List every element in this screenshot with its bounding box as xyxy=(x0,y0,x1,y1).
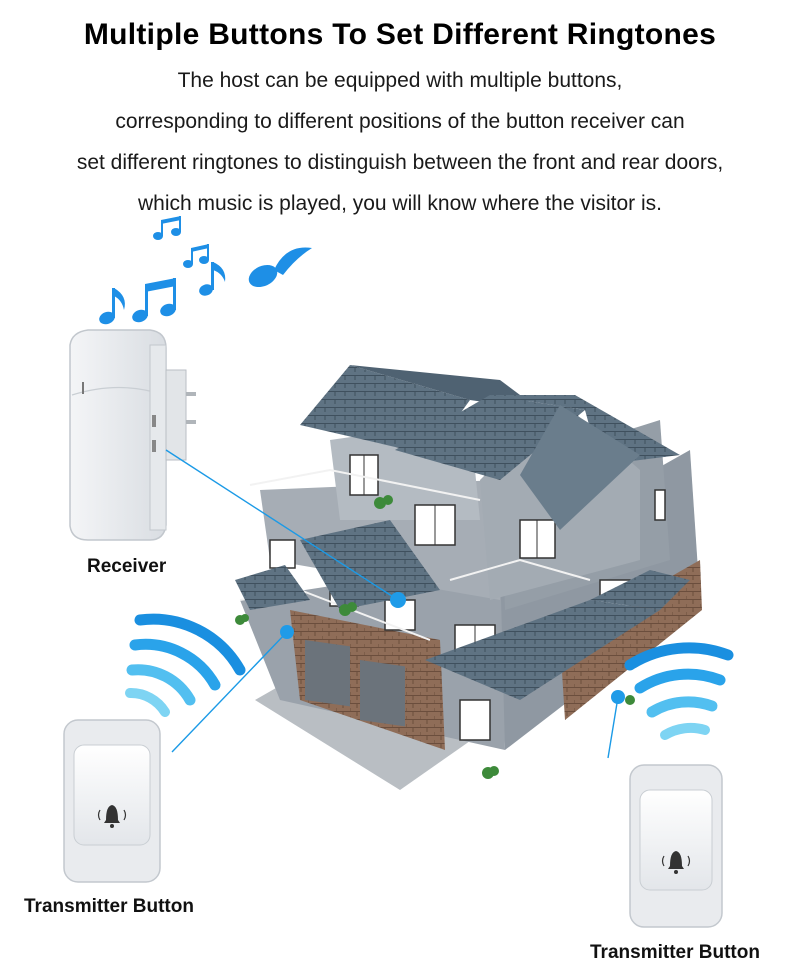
music-note-icon xyxy=(99,288,125,325)
wireless-signal-icon xyxy=(125,613,246,717)
bell-icon xyxy=(97,805,127,828)
description: The host can be equipped with multiple b… xyxy=(0,60,800,224)
description-line-1: The host can be equipped with multiple b… xyxy=(177,69,623,92)
description-line-3: set different ringtones to distinguish b… xyxy=(76,151,724,174)
house xyxy=(235,365,702,790)
transmitter-right-label: Transmitter Button xyxy=(590,942,760,963)
page-title: Multiple Buttons To Set Different Ringto… xyxy=(83,18,717,51)
music-note-icon xyxy=(199,262,226,296)
music-note-icon xyxy=(183,244,209,268)
receiver-label: Receiver xyxy=(87,556,167,577)
transmitter-button-right xyxy=(629,764,723,928)
connection-lines xyxy=(165,449,619,759)
description-line-4: which music is played, you will know whe… xyxy=(137,192,663,215)
bell-icon xyxy=(661,851,691,874)
music-note-icon xyxy=(153,216,181,240)
music-notes xyxy=(99,216,312,325)
description-line-2: corresponding to different positions of … xyxy=(115,110,685,133)
receiver-device xyxy=(69,329,196,541)
music-note-icon xyxy=(132,278,176,323)
transmitter-button-left xyxy=(63,719,161,883)
transmitter-left-label: Transmitter Button xyxy=(24,896,194,917)
location-dots xyxy=(280,592,625,704)
music-note-icon xyxy=(248,247,312,288)
wireless-signal-icon xyxy=(624,642,734,740)
